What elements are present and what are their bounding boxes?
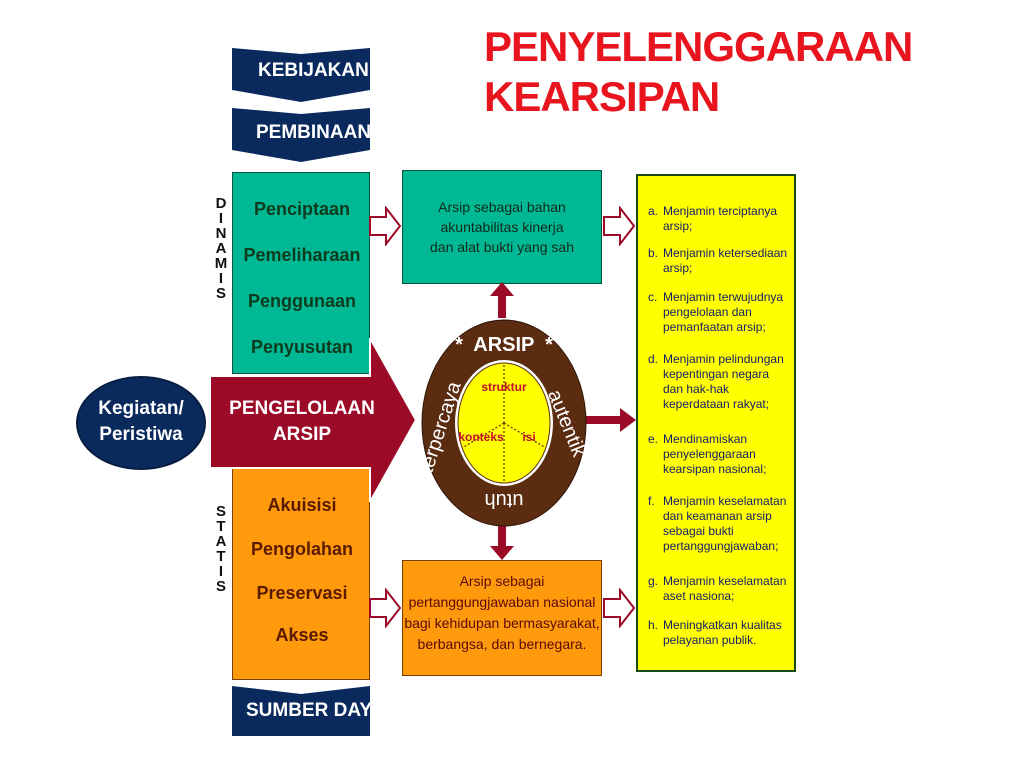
goal-marker: a. [648,204,659,218]
bottom-info-line: berbangsa, dan bernegara. [417,636,587,652]
goals-box: a. Menjamin terciptanya arsip; b. Menjam… [636,174,796,672]
dinamis-letter: M [214,255,228,272]
page-title: PENYELENGGARAAN KEARSIPAN [484,22,1014,122]
isi-label: isi [522,430,536,444]
dinamis-letter: I [218,210,224,227]
pengelolaan-line-1: PENGELOLAAN [229,398,375,419]
statis-box: Akuisisi Pengolahan Preservasi Akses [232,468,370,680]
list-item: d. Menjamin pelindungan kepentingan nega… [648,352,788,412]
outline-arrow-icon [603,206,636,246]
statis-letter: A [215,533,227,550]
title-line-1: PENYELENGGARAAN [484,23,913,70]
kebijakan-banner: KEBIJAKAN [232,48,370,102]
statis-letter: T [216,518,226,535]
arsip-circle-title: * ARSIP * [455,334,553,356]
goal-text: Menjamin ketersediaan arsip; [663,246,788,275]
dinamis-vertical-label: D I N A M I S [213,196,229,301]
dinamis-box: Penciptaan Pemeliharaan Penggunaan Penyu… [232,172,370,374]
statis-vertical-label: S T A T I S [213,504,229,594]
dinamis-letter: N [215,225,227,242]
pembinaan-banner: PEMBINAAN [232,108,370,162]
kegiatan-ellipse [76,376,206,470]
list-item: h. Meningkatkan kualitas pelayanan publi… [648,618,788,648]
top-info-line: dan alat bukti yang sah [430,239,574,255]
kegiatan-line-1: Kegiatan/ [98,398,184,419]
dinamis-item: Penggunaan [247,291,356,311]
bottom-info-box: Arsip sebagai pertanggungjawaban nasiona… [402,560,602,676]
goal-text: Menjamin keselamatan dan keamanan arsip … [663,494,787,553]
goal-text: Menjamin terwujudnya pengelolaan dan pem… [663,290,784,334]
list-item: g. Menjamin keselamatan aset nasiona; [648,574,788,604]
struktur-label: struktur [481,380,527,394]
outline-arrow-icon [369,206,402,246]
goal-marker: h. [648,618,659,632]
arsip-circle [421,319,587,527]
konteks-label: konteks [458,430,504,444]
goal-marker: b. [648,246,659,260]
goal-text: Meningkatkan kualitas pelayanan publik. [663,618,782,647]
goal-marker: d. [648,352,659,366]
goal-text: Mendinamiskan penyelenggaraan kearsipan … [663,432,767,476]
bottom-info-line: Arsip sebagai [459,573,545,589]
list-item: e. Mendinamiskan penyelenggaraan kearsip… [648,432,788,477]
statis-item: Pengolahan [250,539,353,559]
statis-letter: S [215,578,226,595]
right-arrow-icon [584,408,636,432]
pembinaan-chevron-shape [232,108,370,162]
pengelolaan-line-2: ARSIP [272,424,332,445]
goal-text: Menjamin pelindungan kepentingan negara … [663,352,784,411]
dinamis-item: Pemeliharaan [243,245,361,265]
list-item: a. Menjamin terciptanya arsip; [648,204,788,234]
list-item: b. Menjamin ketersediaan arsip; [648,246,788,276]
dinamis-item: Penyusutan [250,337,354,357]
goal-marker: c. [648,290,658,304]
down-arrow-icon [490,524,514,560]
bottom-info-line: bagi kehidupan bermasyarakat, [404,615,600,631]
goal-text: Menjamin terciptanya arsip; [663,204,778,233]
statis-letter: S [215,503,226,520]
statis-letter: T [216,548,226,565]
statis-item: Akuisisi [267,495,337,515]
goal-marker: e. [648,432,659,446]
statis-item: Akses [275,625,329,645]
sumber-daya-label: SUMBER DAYA [246,700,370,721]
goal-marker: f. [648,494,655,508]
top-info-box: Arsip sebagai bahan akuntabilitas kinerj… [402,170,602,284]
dinamis-letter: D [215,195,227,212]
dinamis-letter: S [215,285,226,302]
pengelolaan-arrow-shape [210,338,418,502]
statis-item: Preservasi [256,583,348,603]
kebijakan-chevron-shape [232,48,370,102]
list-item: f. Menjamin keselamatan dan keamanan ars… [648,494,788,554]
dinamis-letter: A [215,240,227,257]
goal-text: Menjamin keselamatan aset nasiona; [663,574,787,603]
kebijakan-label: KEBIJAKAN [258,60,369,81]
kegiatan-label: Kegiatan/ Peristiwa [76,396,206,448]
top-info-line: Arsip sebagai bahan [438,199,566,215]
top-info-line: akuntabilitas kinerja [440,219,564,235]
pembinaan-label: PEMBINAAN [256,122,370,143]
outline-arrow-icon [369,588,402,628]
title-line-2: KEARSIPAN [484,73,720,120]
dinamis-item: Penciptaan [253,199,351,219]
list-item: c. Menjamin terwujudnya pengelolaan dan … [648,290,788,335]
kegiatan-line-2: Peristiwa [99,424,183,445]
bottom-info-line: pertanggungjawaban nasional [408,594,596,610]
goal-marker: g. [648,574,659,588]
up-arrow-icon [490,282,514,318]
statis-letter: I [218,563,224,580]
dinamis-letter: I [218,270,224,287]
utuh-label: utuh [484,489,524,511]
outline-arrow-icon [603,588,636,628]
sumber-daya-banner: SUMBER DAYA [232,686,370,736]
sumber-daya-chevron-shape [232,686,370,736]
pengelolaan-label: PENGELOLAAN ARSIP [222,396,382,448]
